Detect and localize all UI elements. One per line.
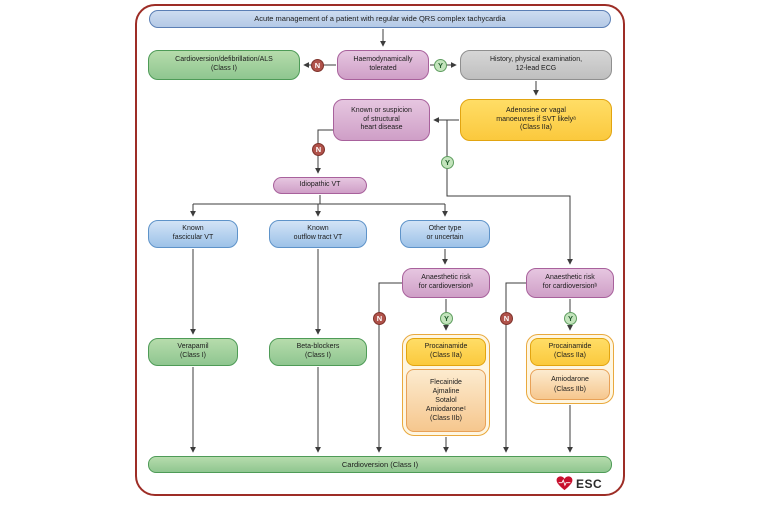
connector-lines — [190, 29, 573, 453]
decision-no-badge: N — [373, 312, 386, 325]
decision-yes-badge: Y — [440, 312, 453, 325]
esc-logo-text: ESC — [576, 476, 603, 491]
node-history-examination-ecg: History, physical examination, 12-lead E… — [460, 50, 612, 80]
node-amiodarone: Amiodarone (Class IIb) — [530, 369, 610, 400]
group-procainamide-flecainide: Procainamide (Class IIa) Flecainide Ajma… — [402, 334, 490, 436]
node-anaesthetic-risk-left: Anaesthetic risk for cardioversionᵇ — [402, 268, 490, 298]
node-adenosine-vagal-manoeuvres: Adenosine or vagal manoeuvres if SVT lik… — [460, 99, 612, 141]
node-procainamide-left: Procainamide (Class IIa) — [406, 338, 486, 366]
decision-yes-badge: Y — [564, 312, 577, 325]
decision-yes-badge: Y — [441, 156, 454, 169]
node-known-fascicular-vt: Known fascicular VT — [148, 220, 238, 248]
node-cardioversion-defibrillation-als: Cardioversion/defibrillation/ALS (Class … — [148, 50, 300, 80]
node-haemodynamically-tolerated: Haemodynamically tolerated — [337, 50, 429, 80]
node-other-type-or-uncertain: Other type or uncertain — [400, 220, 490, 248]
decision-yes-badge: Y — [434, 59, 447, 72]
node-idiopathic-vt: Idiopathic VT — [273, 177, 367, 194]
node-verapamil: Verapamil (Class I) — [148, 338, 238, 366]
heart-icon — [556, 476, 573, 491]
node-known-outflow-tract-vt: Known outflow tract VT — [269, 220, 367, 248]
node-cardioversion-final: Cardioversion (Class I) — [148, 456, 612, 473]
diagram-title: Acute management of a patient with regul… — [149, 10, 611, 28]
decision-no-badge: N — [312, 143, 325, 156]
node-flecainide-ajmaline-sotalol-amiodarone: Flecainide Ajmaline Sotalol Amiodaroneᶜ … — [406, 369, 486, 432]
esc-logo: ESC — [556, 476, 602, 491]
node-anaesthetic-risk-right: Anaesthetic risk for cardioversionᵇ — [526, 268, 614, 298]
decision-no-badge: N — [500, 312, 513, 325]
node-structural-heart-disease: Known or suspicion of structural heart d… — [333, 99, 430, 141]
decision-no-badge: N — [311, 59, 324, 72]
diagram-frame — [135, 4, 625, 496]
node-procainamide-right: Procainamide (Class IIa) — [530, 338, 610, 366]
group-procainamide-amiodarone: Procainamide (Class IIa) Amiodarone (Cla… — [526, 334, 614, 404]
node-beta-blockers: Beta-blockers (Class I) — [269, 338, 367, 366]
